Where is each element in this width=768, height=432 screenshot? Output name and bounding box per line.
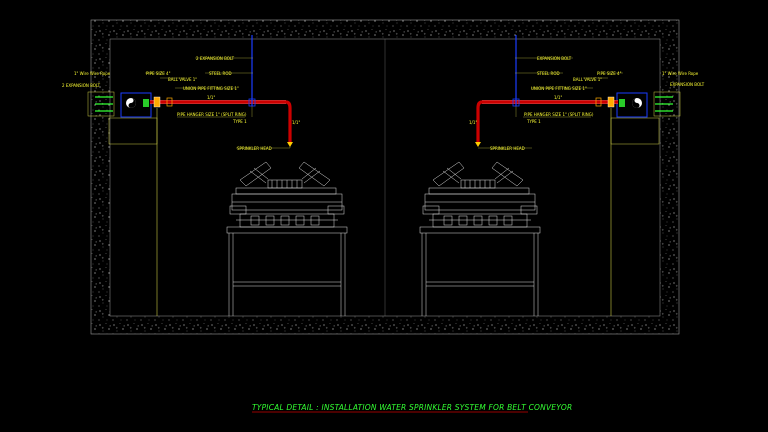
- left-dim-drop-label: 1/1": [292, 120, 300, 125]
- left-wire-rope-label: 1" Wire Wire Rope: [74, 71, 111, 76]
- right-sprinkler-assembly: [475, 35, 681, 316]
- right-expansion-bolt-top-label: EXPANSION BOLT: [537, 56, 572, 61]
- left-steel-rod-label: STEEL ROD: [209, 71, 232, 76]
- right-belt-conveyor: [419, 161, 541, 316]
- left-ball-valve-label: BALL VALVE 1": [168, 77, 197, 82]
- left-main-pipe: [150, 100, 293, 147]
- right-expansion-bolt-outer-label: EXPANSION BOLT: [670, 82, 705, 87]
- left-annotations: 1" Wire Wire Rope 2 EXPANSION BOLT PIPE …: [62, 56, 300, 151]
- left-pipe-hanger-label: PIPE HANGER SIZE 1" (SPLIT RING): [177, 112, 247, 117]
- right-ball-valve-label: BALL VALVE 1": [573, 77, 602, 82]
- right-union-fitting-label: UNION PIPE FITTING SIZE 1": [531, 86, 587, 91]
- left-dim-pipe-label: 1/1": [207, 95, 215, 100]
- left-pipe-size-label: PIPE SIZE 4": [146, 71, 171, 76]
- left-type-label: TYPE 1: [232, 119, 247, 124]
- left-wall-bracket: [87, 91, 152, 118]
- right-wire-rope-label: 1" Wire Wire Rope: [662, 71, 699, 76]
- left-sprinkler-assembly: [87, 35, 293, 316]
- right-steel-rod-label: STEEL ROD: [537, 71, 560, 76]
- right-dim-drop-label: 1/1": [469, 120, 477, 125]
- right-main-pipe: [475, 100, 618, 147]
- left-expansion-bolt-outer-label: 2 EXPANSION BOLT: [62, 83, 101, 88]
- right-wall-bracket: [616, 91, 681, 118]
- right-union-fitting-icon: [595, 97, 602, 107]
- right-dim-pipe-label: 1/1": [554, 95, 562, 100]
- left-union-fitting-label: UNION PIPE FITTING SIZE 1": [183, 86, 239, 91]
- left-union-fitting-icon: [166, 97, 173, 107]
- right-sprinkler-head-label: SPRINKLER HEAD: [490, 146, 525, 151]
- left-belt-conveyor: [226, 161, 348, 316]
- right-pipe-hanger-label: PIPE HANGER SIZE 1" (SPLIT RING): [524, 112, 594, 117]
- right-annotations: 1" Wire Wire Rope EXPANSION BOLT PIPE SI…: [469, 56, 705, 151]
- right-ball-valve-icon: [607, 96, 615, 108]
- left-ball-valve-icon: [153, 96, 161, 108]
- right-pipe-size-label: PIPE SIZE 4": [597, 71, 622, 76]
- left-expansion-bolt-top-label: 2 EXPANSION BOLT: [196, 56, 235, 61]
- drawing-title: TYPICAL DETAIL : INSTALLATION WATER SPRI…: [252, 403, 572, 412]
- right-type-label: TYPE 1: [526, 119, 541, 124]
- left-sprinkler-head-label: SPRINKLER HEAD: [237, 146, 272, 151]
